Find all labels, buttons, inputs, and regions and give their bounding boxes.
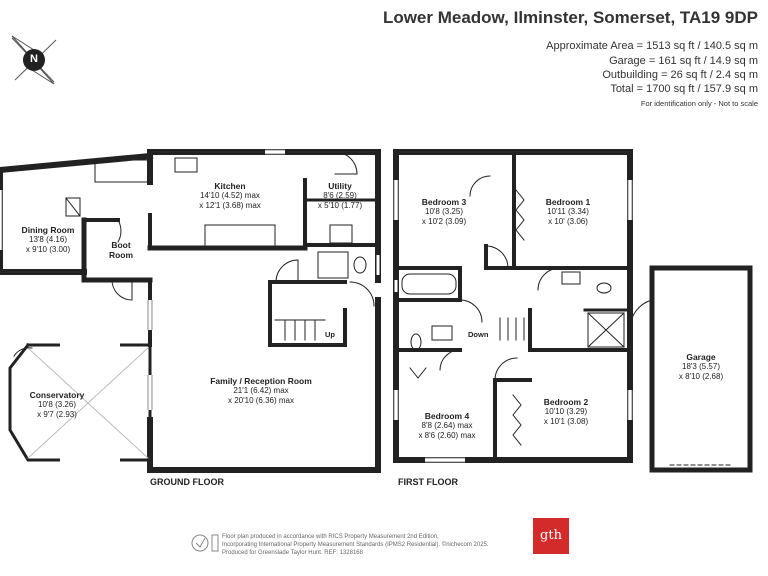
room-dims: 13'8 (4.16) [28,235,67,244]
room-dims: 18'3 (5.57) [682,362,720,371]
room-dims: x 9'10 (3.00) [25,245,71,254]
room-dims: x 5'10 (1.77) [317,201,363,210]
room-bedroom-1: Bedroom 1 10'11 (3.34) x 10' (3.06) [546,197,590,227]
room-name: Dining Room [21,225,75,235]
stair-down-label: Down [468,330,489,339]
room-name: Garage [686,352,716,362]
room-dims: x 10'1 (3.08) [543,417,589,426]
room-family: Family / Reception Room 21'1 (6.42) max … [210,376,312,406]
total-area: Total = 1700 sq ft / 157.9 sq m [610,83,758,95]
first-floor-label: FIRST FLOOR [398,477,458,487]
room-name: Conservatory [29,390,85,400]
garage-area: Garage = 161 sq ft / 14.9 sq m [609,55,758,67]
room-dining: Dining Room 13'8 (4.16) x 9'10 (3.00) [22,225,75,255]
room-name: Room [108,250,134,260]
stair-up-label: Up [325,330,335,339]
outbuilding-area: Outbuilding = 26 sq ft / 2.4 sq m [602,69,758,81]
room-conservatory: Conservatory 10'8 (3.26) x 9'7 (2.93) [30,390,85,420]
footer-notes: Floor plan produced in accordance with R… [222,533,489,557]
room-bedroom-4: Bedroom 4 8'8 (2.64) max x 8'6 (2.60) ma… [418,411,475,441]
footer-line: Produced for Greenslade Taylor Hunt. REF… [222,550,363,556]
room-dims: x 12'1 (3.68) max [199,201,261,210]
room-dims: x 8'6 (2.60) max [418,431,476,440]
room-boot: Boot Room [109,240,133,260]
room-bedroom-3: Bedroom 3 10'8 (3.25) x 10'2 (3.09) [422,197,466,227]
compass-icon [11,35,57,85]
room-name: Bedroom 2 [543,397,589,407]
approximate-area: Approximate Area = 1513 sq ft / 140.5 sq… [546,40,758,52]
room-dims: x 8'10 (2.68) [678,372,724,381]
room-name: Family / Reception Room [210,376,312,386]
property-address: Lower Meadow, Ilminster, Somerset, TA19 … [382,8,758,27]
room-dims: 8'8 (2.64) max [421,421,473,430]
room-dims: x 20'10 (6.36) max [227,396,295,405]
room-dims: 14'10 (4.52) max [200,191,260,200]
room-dims: 10'8 (3.25) [425,207,463,216]
room-name: Utility [328,181,352,191]
footer-line: Incorporating International Property Mea… [222,542,489,548]
room-name: Bedroom 3 [421,197,467,207]
room-dims: 10'10 (3.29) [544,407,588,416]
room-name: Boot [111,240,131,250]
room-kitchen: Kitchen 14'10 (4.52) max x 12'1 (3.68) m… [199,181,261,211]
room-dims: 10'11 (3.34) [547,207,589,216]
room-garage: Garage 18'3 (5.57) x 8'10 (2.68) [679,352,723,382]
room-dims: x 10' (3.06) [548,217,588,226]
room-name: Bedroom 1 [545,197,591,207]
room-dims: x 10'2 (3.09) [421,217,467,226]
gth-logo: gth [533,518,569,554]
room-dims: 21'1 (6.42) max [233,386,289,395]
room-dims: 10'8 (3.26) [38,400,76,409]
certification-icons [191,534,219,552]
room-bedroom-2: Bedroom 2 10'10 (3.29) x 10'1 (3.08) [544,397,588,427]
ground-floor-label: GROUND FLOOR [150,477,224,487]
compass-north-label: N [30,53,38,65]
room-name: Bedroom 4 [424,411,470,421]
footer-line: Floor plan produced in accordance with R… [222,534,439,540]
room-dims: x 9'7 (2.93) [37,410,77,419]
room-name: Kitchen [214,181,246,191]
room-dims: 8'6 (2.59) [323,191,357,200]
room-utility: Utility 8'6 (2.59) x 5'10 (1.77) [318,181,362,211]
identification-note: For identification only - Not to scale [640,99,758,108]
